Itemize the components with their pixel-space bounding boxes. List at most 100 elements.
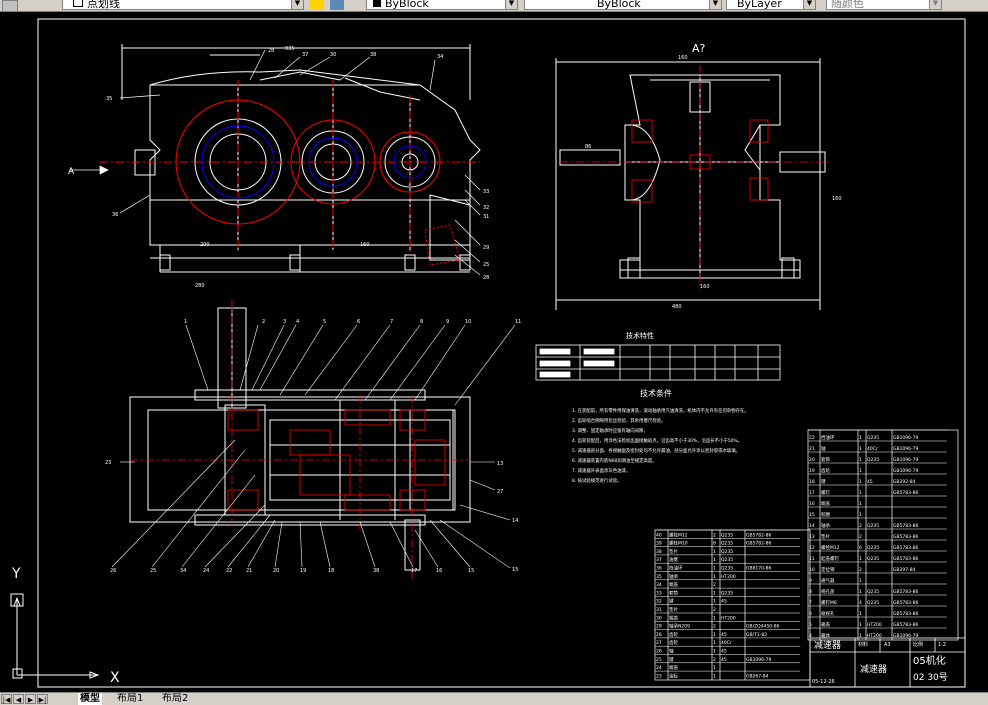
next-tab-icon[interactable]: ▶ xyxy=(25,694,36,704)
layer-state-icon[interactable] xyxy=(2,0,18,11)
chevron-down-icon[interactable]: ▼ xyxy=(803,0,815,9)
chevron-down-icon[interactable]: ▼ xyxy=(929,0,941,9)
parts-cell: Q235 xyxy=(867,556,879,562)
parts-cell: Q235 xyxy=(721,566,733,572)
svg-text:31: 31 xyxy=(483,214,489,220)
parts-cell: Q235 xyxy=(867,600,879,606)
linetype-select[interactable]: ByBlock ▼ xyxy=(524,0,722,10)
chevron-down-icon[interactable]: ▼ xyxy=(709,0,721,9)
chevron-down-icon[interactable]: ▼ xyxy=(505,0,517,9)
parts-cell: 轴承 xyxy=(669,573,678,580)
svg-text:160: 160 xyxy=(700,284,710,290)
parts-cell: GB5783-86 xyxy=(893,611,919,617)
parts-cell: 17 xyxy=(809,490,815,496)
parts-cell: 4 xyxy=(809,633,812,639)
parts-cell: GB6170-86 xyxy=(746,566,772,572)
parts-cell: GB5783-86 xyxy=(893,534,919,540)
parts-cell: 37 xyxy=(656,557,662,563)
ucs-y-label: Y xyxy=(11,566,21,582)
tab-layout2[interactable]: 布局2 xyxy=(162,693,189,704)
parts-cell: 螺栓M10 xyxy=(669,540,688,547)
parts-cell: Q235 xyxy=(721,532,733,538)
parts-cell: GB5782-86 xyxy=(746,532,772,538)
svg-text:2: 2 xyxy=(262,319,265,325)
parts-cell: 1 xyxy=(859,622,862,628)
parts-cell: 螺钉M6 xyxy=(821,599,837,606)
svg-text:25: 25 xyxy=(483,262,489,268)
parts-cell: 1 xyxy=(859,512,862,518)
svg-text:34: 34 xyxy=(180,568,186,574)
parts-cell: 齿轮 xyxy=(669,639,678,646)
tech-req-line: 4. 齿轮装配后，用涂色法检验齿面接触斑点，沿齿高不小于30%，沿齿长不小于50… xyxy=(572,437,742,444)
parts-cell: GB292-84 xyxy=(893,479,916,485)
front-view-leaders xyxy=(70,49,481,276)
parts-cell: 箱体 xyxy=(821,632,830,639)
plan-view-leaders xyxy=(111,324,516,569)
parts-cell: 1 xyxy=(859,446,862,452)
svg-text:480: 480 xyxy=(672,304,682,310)
drawing-border xyxy=(37,18,966,688)
parts-cell: Q235 xyxy=(867,589,879,595)
last-tab-icon[interactable]: ▶| xyxy=(37,694,48,704)
chevron-down-icon[interactable]: ▼ xyxy=(291,0,303,9)
front-view-bolt-circles xyxy=(201,125,427,199)
svg-text:30: 30 xyxy=(330,52,336,58)
parts-cell: 1 xyxy=(713,557,716,563)
parts-cell: 25 xyxy=(656,657,662,663)
parts-cell: 1 xyxy=(859,578,862,584)
parts-cell: 1 xyxy=(859,501,862,507)
parts-cell: 40Cr xyxy=(867,446,878,452)
parts-cell: 45 xyxy=(721,599,727,605)
view-label-a-side: A? xyxy=(692,42,706,55)
parts-cell: 33 xyxy=(656,590,662,596)
svg-text:38: 38 xyxy=(373,568,379,574)
make-current-icon[interactable] xyxy=(310,0,324,10)
parts-cell: 2 xyxy=(713,657,716,663)
parts-cell: 1 xyxy=(713,549,716,555)
parts-cell: 15 xyxy=(809,512,815,518)
parts-cell: 12 xyxy=(809,545,815,551)
parts-cell: 8 xyxy=(809,589,812,595)
layer-previous-icon[interactable] xyxy=(330,0,344,10)
prev-tab-icon[interactable]: ◀ xyxy=(13,694,24,704)
lineweight-select[interactable]: ByLayer ▼ xyxy=(726,0,816,10)
color-combo[interactable]: ByBlock ▼ xyxy=(366,0,518,10)
material-label: 材料 xyxy=(858,641,868,648)
parts-cell: GB1096-79 xyxy=(893,446,919,452)
title-name-2: 减速器 xyxy=(860,663,887,675)
svg-text:16: 16 xyxy=(436,568,442,574)
parts-cell: Q235 xyxy=(721,557,733,563)
checkbox-icon xyxy=(73,0,83,7)
tab-model[interactable]: 模型 xyxy=(78,693,102,705)
parts-cell: 油塞 xyxy=(669,556,678,563)
side-view xyxy=(555,58,826,310)
parts-cell: 45 xyxy=(867,479,873,485)
side-view-hatch xyxy=(560,65,830,290)
svg-text:3: 3 xyxy=(283,319,286,325)
svg-text:35: 35 xyxy=(106,96,112,102)
parts-cell: 齿轮 xyxy=(821,467,830,474)
title-number: 02 30号 xyxy=(913,672,948,683)
drawing-date: 05-12-26 xyxy=(812,679,835,685)
parts-cell: GB5783-86 xyxy=(893,523,919,529)
parts-cell: 1 xyxy=(859,490,862,496)
linetype-select-value: ByBlock xyxy=(597,0,641,10)
parts-cell: 2 xyxy=(713,582,716,588)
svg-text:28: 28 xyxy=(483,275,489,281)
parts-cell: 1 xyxy=(713,615,716,621)
plotstyle-select[interactable]: 随颜色 ▼ xyxy=(826,0,942,10)
parts-cell: 1 xyxy=(713,673,716,679)
svg-text:22: 22 xyxy=(226,568,232,574)
parts-cell: GB5783-86 xyxy=(893,600,919,606)
first-tab-icon[interactable]: |◀ xyxy=(1,694,12,704)
parts-cell: 轴承 xyxy=(821,522,830,529)
svg-text:26: 26 xyxy=(110,568,116,574)
svg-text:38: 38 xyxy=(370,52,376,58)
tab-layout1[interactable]: 布局1 xyxy=(117,693,144,704)
svg-text:23: 23 xyxy=(105,460,111,466)
linetype-combo[interactable]: 点划线 ▼ xyxy=(62,0,304,10)
parts-cell: GB5783-86 xyxy=(893,589,919,595)
